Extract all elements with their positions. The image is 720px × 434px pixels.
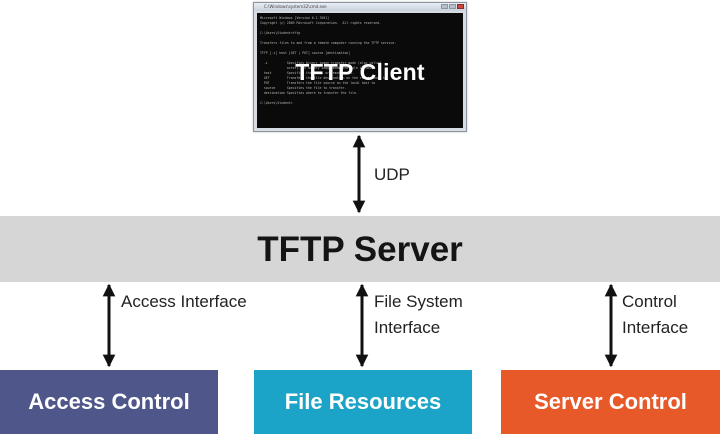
access-interface-label: Access Interface (121, 292, 247, 311)
udp-label: UDP (374, 165, 410, 184)
console-line: PUT Transfers the file source on the loc… (260, 81, 376, 85)
file-resources-box: File Resources (254, 370, 472, 434)
tftp-server-title: TFTP Server (257, 230, 463, 269)
console-line: C:\Users\Student>tftp (260, 31, 301, 35)
access-control-box: Access Control (0, 370, 218, 434)
console-titlebar: C:\Windows\system32\cmd.exe (254, 3, 466, 11)
server-control-label: Server Control (534, 389, 687, 414)
close-icon (457, 4, 464, 9)
tftp-client-label: TFTP Client (295, 59, 425, 85)
console-screen: Microsoft Windows [Version 6.1.7601]Copy… (257, 13, 463, 128)
console-window-title: C:\Windows\system32\cmd.exe (264, 4, 327, 9)
console-line: -i Specifies binary image transfer mode … (260, 61, 381, 65)
console-line: Transfers files to and from a remote com… (260, 41, 397, 45)
console-line: destination Specifies where to transfer … (260, 91, 358, 95)
access-control-label: Access Control (28, 389, 190, 414)
console-line: Copyright (c) 2009 Microsoft Corporation… (260, 21, 381, 25)
file-system-interface-label-line2: Interface (374, 318, 441, 337)
tftp-client-window: C:\Windows\system32\cmd.exe Microsoft Wi… (253, 2, 467, 132)
control-interface-label-line1: Control (622, 292, 677, 311)
console-line: TFTP [-i] host [GET | PUT] source [desti… (260, 51, 351, 55)
window-controls (441, 4, 464, 9)
file-resources-label: File Resources (284, 389, 442, 414)
file-system-interface-label-line1: File System (374, 292, 463, 311)
console-line: source Specifies the file to transfer. (260, 86, 347, 90)
console-output: Microsoft Windows [Version 6.1.7601]Copy… (260, 16, 460, 106)
console-line: host Specifies the local or remote host. (260, 71, 355, 75)
tftp-server-band: TFTP Server (0, 216, 720, 282)
console-line: GET Transfers the file destination on th… (260, 76, 387, 80)
console-line: Microsoft Windows [Version 6.1.7601] (260, 16, 330, 20)
maximize-icon (449, 4, 456, 9)
server-control-box: Server Control (501, 370, 720, 434)
minimize-icon (441, 4, 448, 9)
console-line: octet). In binary image mode the file is… (260, 66, 376, 70)
console-line: C:\Users\Student> (260, 101, 293, 105)
control-interface-label-line2: Interface (622, 318, 689, 337)
